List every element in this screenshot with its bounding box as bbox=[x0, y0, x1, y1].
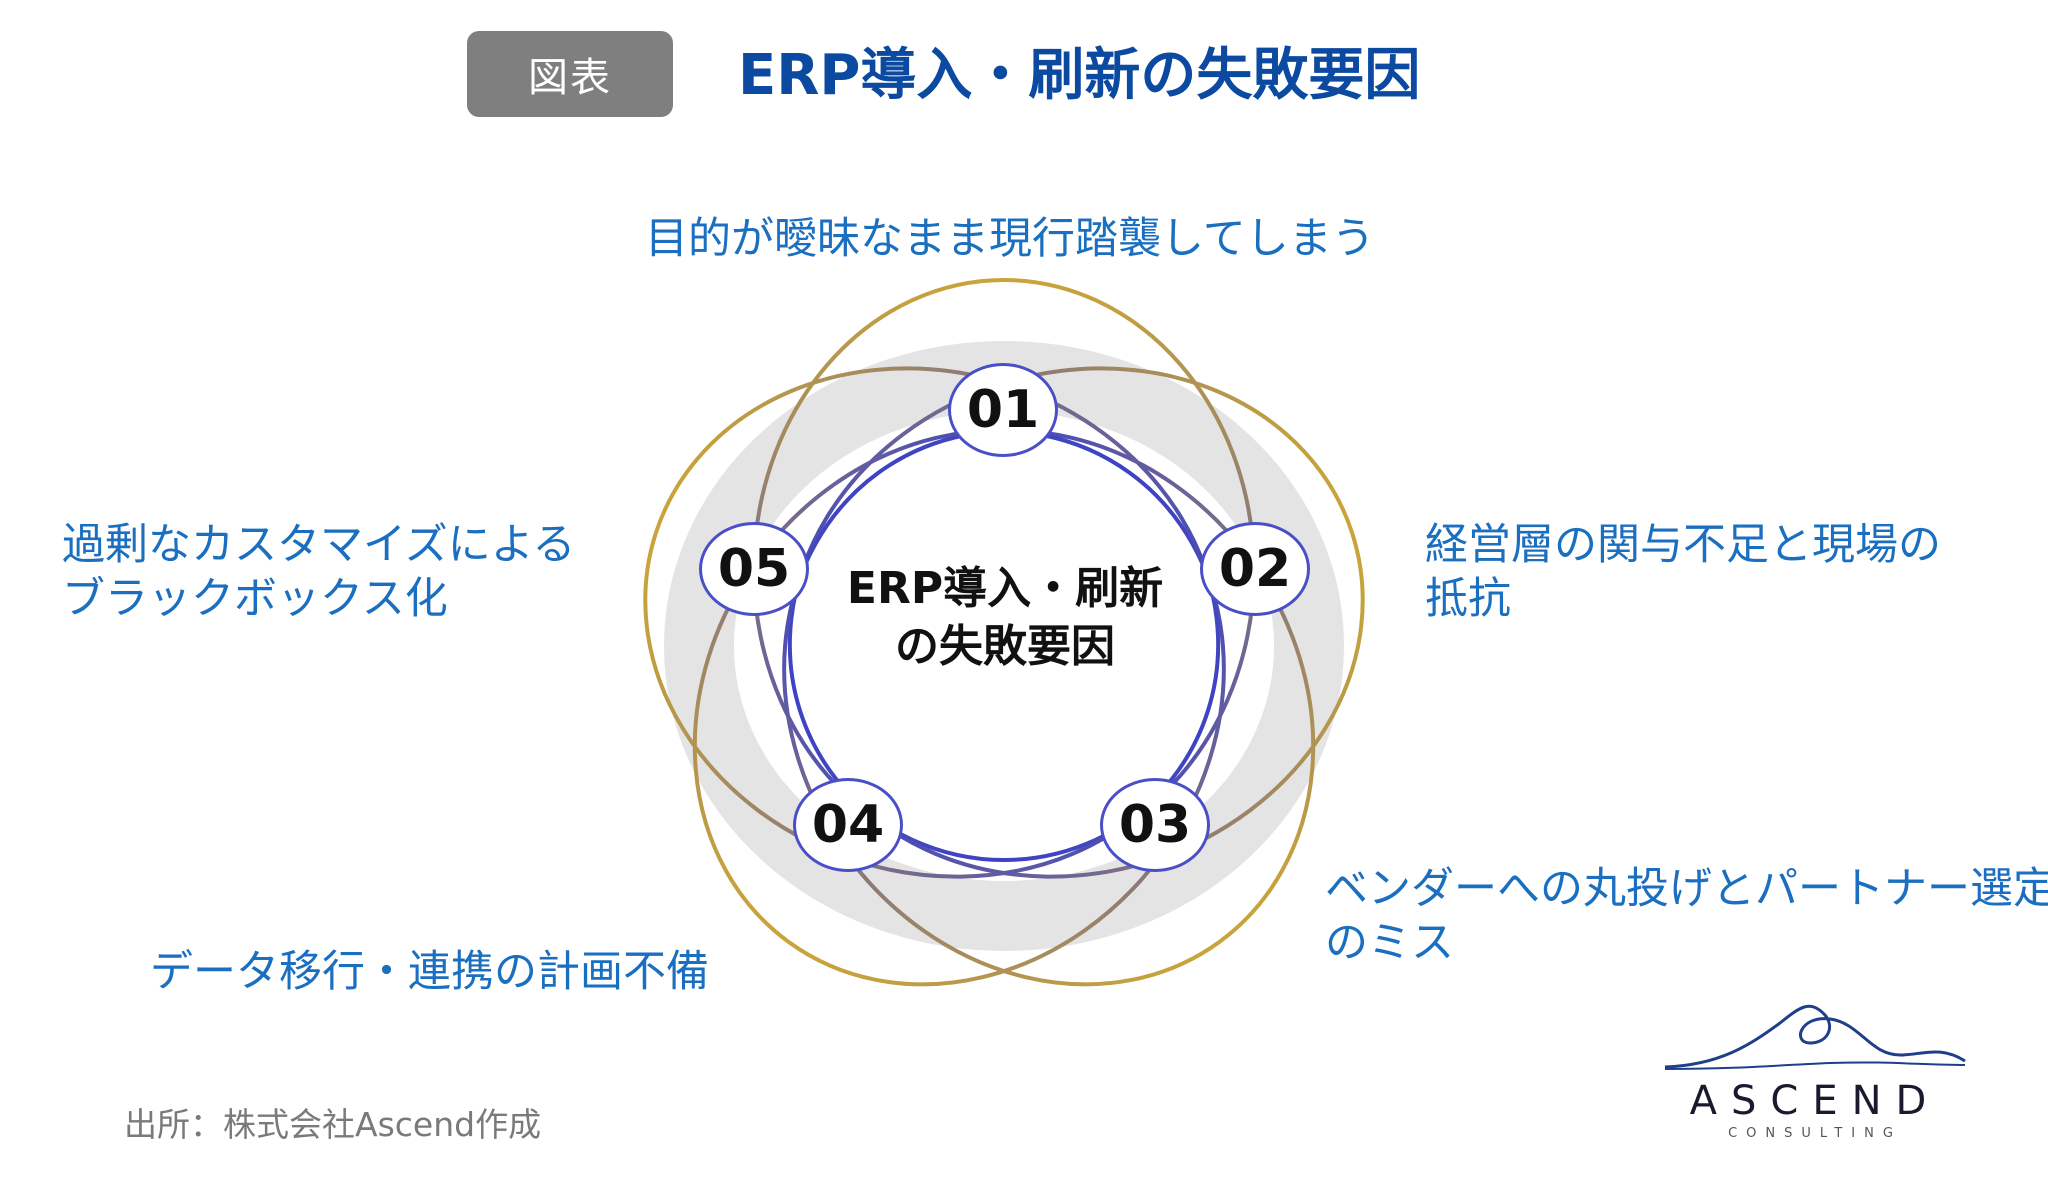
factor-label-04: データ移行・連携の計画不備 bbox=[150, 945, 709, 999]
factor-number-05: 05 bbox=[699, 522, 809, 616]
figure-tag: 図表 bbox=[467, 31, 673, 117]
factor-number-04: 04 bbox=[793, 778, 903, 872]
factor-label-05: 過剰なカスタマイズによる ブラックボックス化 bbox=[62, 518, 575, 626]
factor-label-02-line-1: 経営層の関与不足と現場の bbox=[1425, 520, 1941, 570]
factor-number-01: 01 bbox=[948, 363, 1058, 457]
page-title: ERP導入・刷新の失敗要因 bbox=[738, 43, 1421, 108]
logo-wordmark: ASCEND bbox=[1689, 1078, 1941, 1124]
factor-number-02: 02 bbox=[1200, 522, 1310, 616]
factor-label-01-line-1: 目的が曖昧なまま現行踏襲してしまう bbox=[645, 214, 1375, 264]
factor-number-03: 03 bbox=[1100, 778, 1210, 872]
logo-subtitle: CONSULTING bbox=[1728, 1126, 1902, 1141]
factor-label-02-line-2: 抵抗 bbox=[1425, 574, 1511, 624]
factor-label-03-line-1: ベンダーへの丸投げとパートナー選定 bbox=[1325, 864, 2048, 914]
source-note: 出所：株式会社Ascend作成 bbox=[124, 1105, 542, 1144]
ascend-mountain-logo-icon bbox=[1664, 1004, 1966, 1070]
factor-label-03-line-2: のミス bbox=[1325, 918, 1454, 968]
factor-label-03: ベンダーへの丸投げとパートナー選定 のミス bbox=[1325, 862, 2048, 970]
factor-label-04-line-1: データ移行・連携の計画不備 bbox=[150, 947, 709, 997]
factor-label-01: 目的が曖昧なまま現行踏襲してしまう bbox=[645, 212, 1375, 266]
factor-label-02: 経営層の関与不足と現場の 抵抗 bbox=[1425, 518, 1941, 626]
factor-label-05-line-1: 過剰なカスタマイズによる bbox=[62, 520, 576, 570]
factor-label-05-line-2: ブラックボックス化 bbox=[62, 574, 448, 624]
diagram-center-label: ERP導入・刷新の失敗要因 bbox=[846, 563, 1164, 672]
